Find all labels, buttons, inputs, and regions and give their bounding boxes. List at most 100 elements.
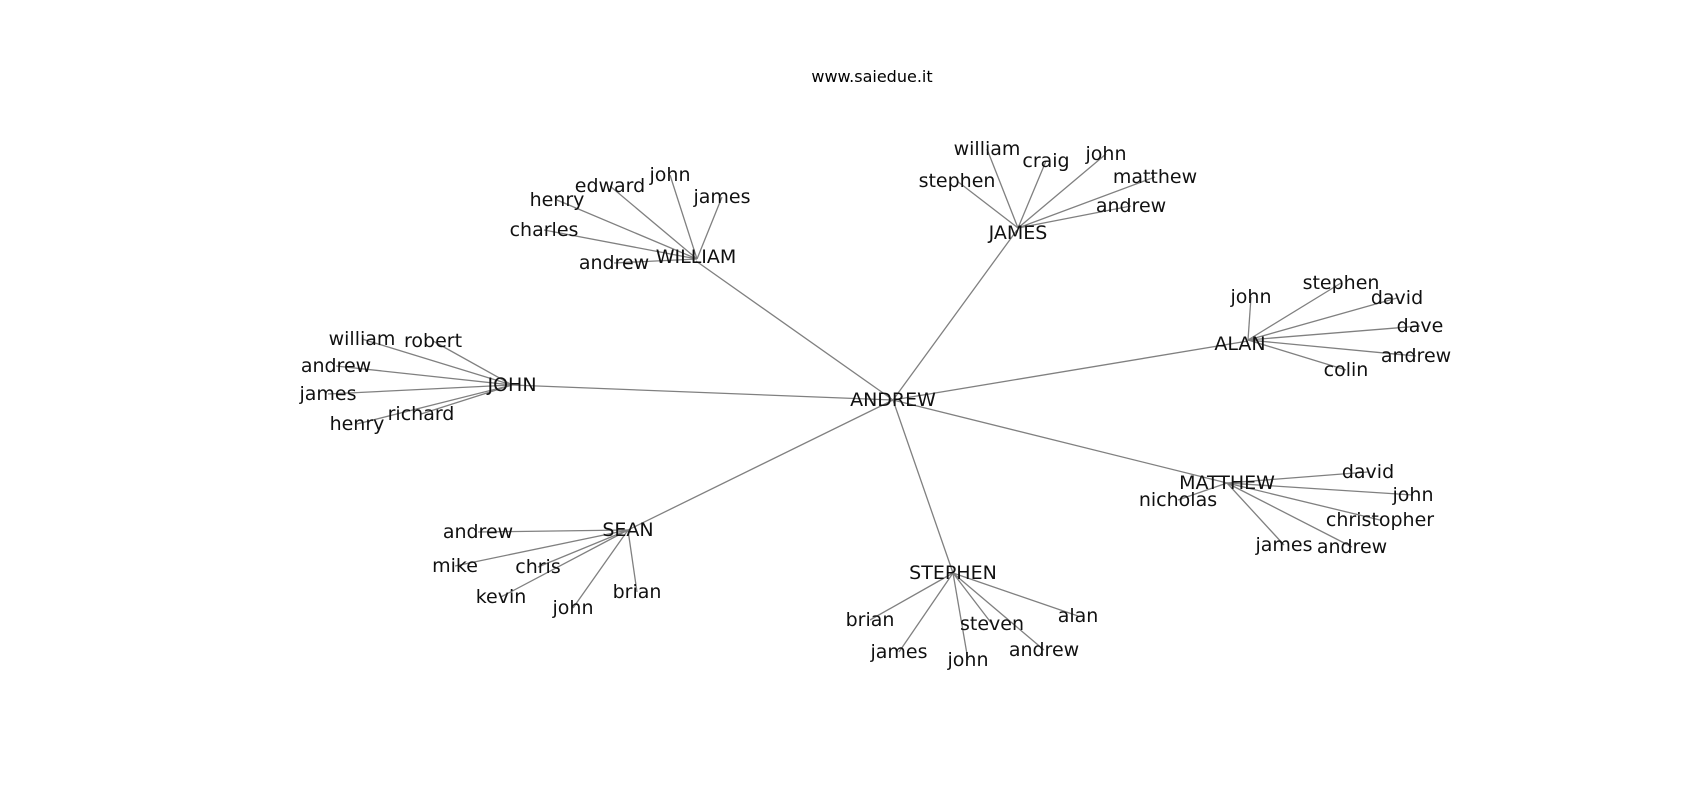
leaf-edge-james-john bbox=[1017, 153, 1107, 229]
leaf-edge-alan-andrew bbox=[1247, 339, 1417, 357]
leaf-node-alan-colin: colin bbox=[1324, 359, 1369, 381]
leaf-node-stephen-james: james bbox=[869, 641, 927, 663]
leaf-node-sean-mike: mike bbox=[432, 555, 478, 577]
leaf-edge-sean-andrew bbox=[477, 529, 629, 533]
hub-node-william: WILLIAM bbox=[656, 246, 737, 268]
leaf-edge-alan-john bbox=[1247, 296, 1252, 341]
leaf-node-alan-stephen: stephen bbox=[1303, 272, 1380, 294]
leaf-node-james-william: william bbox=[954, 138, 1021, 160]
leaf-node-john-richard: richard bbox=[388, 403, 455, 425]
leaf-node-alan-dave: dave bbox=[1397, 315, 1444, 337]
leaf-edge-stephen-andrew bbox=[952, 572, 1045, 651]
leaf-edge-matthew-james bbox=[1226, 482, 1285, 546]
leaf-edge-william-james bbox=[696, 196, 723, 260]
leaf-edge-sean-john bbox=[572, 529, 629, 609]
leaf-node-william-john: john bbox=[649, 164, 691, 186]
leaf-edge-john-robert bbox=[432, 340, 513, 386]
hub-node-alan: ALAN bbox=[1214, 333, 1265, 355]
leaf-edge-james-matthew bbox=[1017, 176, 1156, 229]
leaf-node-stephen-alan: alan bbox=[1058, 605, 1099, 627]
leaf-edge-sean-kevin bbox=[500, 529, 629, 598]
leaf-node-sean-brian: brian bbox=[613, 581, 662, 603]
leaf-node-james-craig: craig bbox=[1022, 150, 1069, 172]
hub-node-matthew: MATTHEW bbox=[1179, 472, 1275, 494]
leaf-edge-stephen-alan bbox=[952, 572, 1079, 617]
root-node-label: ANDREW bbox=[850, 389, 936, 411]
leaf-node-matthew-david: david bbox=[1342, 461, 1394, 483]
hub-node-john: JOHN bbox=[486, 374, 536, 396]
leaf-node-james-andrew: andrew bbox=[1096, 195, 1166, 217]
leaf-edge-matthew-nicholas bbox=[1177, 482, 1228, 501]
leaf-edge-alan-stephen bbox=[1247, 282, 1342, 341]
leaf-node-matthew-james: james bbox=[1254, 534, 1312, 556]
leaf-node-john-james: james bbox=[298, 383, 356, 405]
leaf-node-john-henry: henry bbox=[330, 413, 385, 435]
labels-layer: ANDREWWILLIAMjohnedwardhenrycharlesandre… bbox=[298, 138, 1451, 671]
leaf-edge-john-james bbox=[327, 384, 513, 395]
leaf-node-matthew-nicholas: nicholas bbox=[1139, 489, 1217, 511]
leaf-edge-alan-david bbox=[1247, 297, 1398, 341]
leaf-node-john-andrew: andrew bbox=[301, 355, 371, 377]
leaf-node-alan-andrew: andrew bbox=[1381, 345, 1451, 367]
hub-node-stephen: STEPHEN bbox=[909, 562, 997, 584]
leaf-node-alan-david: david bbox=[1371, 287, 1423, 309]
leaf-node-alan-john: john bbox=[1230, 286, 1272, 308]
leaf-edge-stephen-john bbox=[952, 572, 969, 661]
leaf-node-stephen-brian: brian bbox=[846, 609, 895, 631]
leaf-edge-john-henry bbox=[356, 384, 513, 425]
leaf-node-sean-kevin: kevin bbox=[476, 586, 527, 608]
leaf-edge-john-richard bbox=[420, 384, 513, 415]
leaf-edge-matthew-andrew bbox=[1226, 482, 1353, 548]
leaf-edge-john-william bbox=[361, 338, 513, 386]
leaf-node-matthew-andrew: andrew bbox=[1317, 536, 1387, 558]
leaf-edge-william-edward bbox=[609, 185, 698, 260]
root-edge-william bbox=[695, 260, 894, 401]
leaf-node-john-william: william bbox=[329, 328, 396, 350]
leaf-edge-james-craig bbox=[1017, 160, 1047, 229]
leaf-edge-stephen-steven bbox=[952, 572, 993, 625]
leaf-node-sean-andrew: andrew bbox=[443, 521, 513, 543]
leaf-edge-stephen-james bbox=[898, 572, 954, 653]
leaf-node-stephen-john: john bbox=[947, 649, 989, 671]
leaf-edge-sean-brian bbox=[627, 529, 638, 593]
root-edge-james bbox=[892, 229, 1018, 401]
leaf-edge-john-andrew bbox=[335, 365, 513, 386]
root-edge-alan bbox=[892, 340, 1249, 401]
leaf-edge-matthew-john bbox=[1226, 482, 1414, 496]
leaf-node-sean-chris: chris bbox=[515, 556, 560, 578]
leaf-node-william-andrew: andrew bbox=[579, 252, 649, 274]
root-edge-sean bbox=[627, 399, 894, 531]
leaf-edge-alan-dave bbox=[1247, 325, 1421, 341]
leaf-edge-william-john bbox=[669, 174, 698, 260]
leaf-edge-james-william bbox=[986, 148, 1019, 229]
hub-node-sean: SEAN bbox=[602, 519, 653, 541]
leaf-node-stephen-andrew: andrew bbox=[1009, 639, 1079, 661]
leaf-edge-william-andrew bbox=[613, 258, 698, 264]
leaf-node-john-robert: robert bbox=[404, 330, 462, 352]
hub-node-james: JAMES bbox=[988, 222, 1048, 244]
leaf-node-william-james: james bbox=[692, 186, 750, 208]
leaf-node-william-edward: edward bbox=[575, 175, 645, 197]
leaf-edge-sean-mike bbox=[454, 529, 629, 567]
leaf-node-william-charles: charles bbox=[510, 219, 579, 241]
root-edge-stephen bbox=[892, 399, 954, 574]
leaf-edge-james-andrew bbox=[1017, 205, 1132, 229]
leaf-node-stephen-steven: steven bbox=[960, 613, 1024, 635]
leaf-edge-matthew-david bbox=[1226, 471, 1369, 484]
leaf-node-matthew-john: john bbox=[1392, 484, 1434, 506]
leaf-edge-william-charles bbox=[543, 229, 698, 260]
site-title: www.saiedue.it bbox=[811, 67, 932, 86]
leaf-node-william-henry: henry bbox=[530, 189, 585, 211]
leaf-edge-stephen-brian bbox=[869, 572, 954, 621]
leaf-node-matthew-christopher: christopher bbox=[1326, 509, 1434, 531]
leaf-node-james-john: john bbox=[1085, 143, 1127, 165]
leaf-edge-matthew-christopher bbox=[1226, 482, 1381, 521]
root-edge-matthew bbox=[892, 399, 1228, 484]
leaf-node-james-matthew: matthew bbox=[1113, 166, 1197, 188]
leaf-edge-sean-chris bbox=[537, 529, 629, 568]
leaf-edge-william-henry bbox=[556, 199, 698, 260]
leaf-edge-james-stephen bbox=[956, 180, 1019, 229]
leaf-node-james-stephen: stephen bbox=[919, 170, 996, 192]
edges-layer bbox=[327, 148, 1421, 661]
